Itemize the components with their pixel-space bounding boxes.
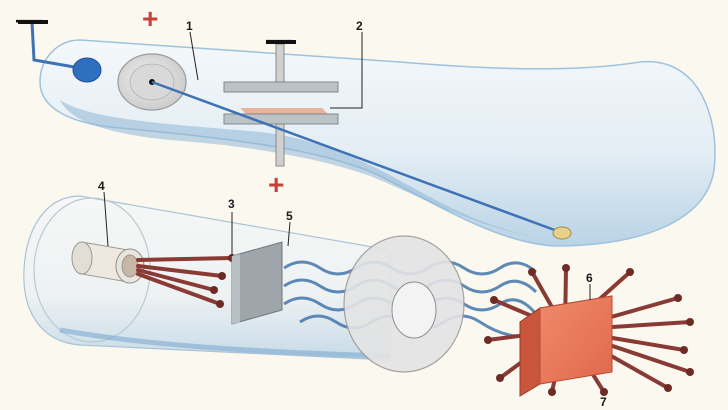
bottom-tube-body bbox=[23, 195, 391, 361]
leader-1 bbox=[189, 31, 199, 81]
top-tube-shading bbox=[60, 100, 540, 238]
label-2: 2 bbox=[356, 19, 363, 33]
leader-4 bbox=[103, 191, 109, 247]
label-3: 3 bbox=[228, 197, 235, 211]
cathode-cylinder bbox=[71, 241, 145, 284]
label-6: 6 bbox=[586, 271, 593, 285]
plate-minus-sign: — bbox=[266, 24, 292, 54]
cathode-minus-sign: — bbox=[16, 4, 42, 34]
plate-rod-bottom bbox=[275, 123, 285, 167]
cathode-rays bbox=[136, 254, 236, 308]
label-1: 1 bbox=[186, 19, 193, 33]
top-discharge-tube bbox=[39, 39, 716, 247]
anode-plus-sign: + bbox=[142, 3, 158, 34]
bottom-xray-tube bbox=[23, 195, 391, 361]
grid-plate bbox=[231, 241, 283, 325]
label-4: 4 bbox=[98, 179, 105, 193]
deflection-plates bbox=[223, 40, 339, 167]
ring-disc bbox=[343, 235, 465, 373]
bottom-tube-end bbox=[33, 197, 151, 343]
label-5: 5 bbox=[286, 209, 293, 223]
cathode-dot bbox=[72, 57, 102, 83]
electron-beam bbox=[151, 80, 561, 234]
cathode-wire bbox=[30, 21, 81, 70]
plate-plus-sign: + bbox=[268, 169, 284, 200]
top-tube-body bbox=[39, 39, 716, 247]
target-block bbox=[519, 295, 613, 397]
label-7: 7 bbox=[600, 395, 607, 409]
leader-2 bbox=[330, 32, 363, 109]
cathode-assembly bbox=[18, 20, 102, 83]
leader-5 bbox=[287, 221, 291, 247]
screen-spot bbox=[552, 226, 572, 240]
